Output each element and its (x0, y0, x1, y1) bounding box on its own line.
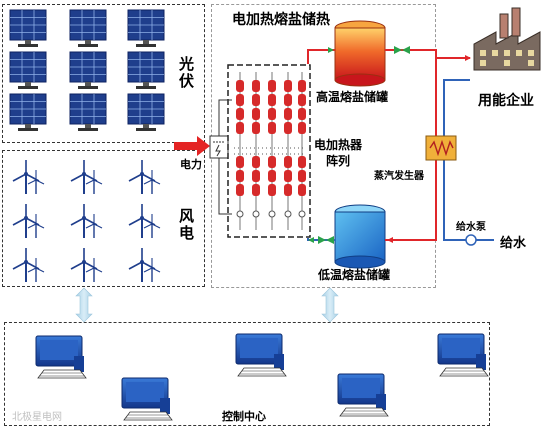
pv-label: 光伏 (177, 56, 195, 90)
wind-section (2, 150, 205, 287)
heater-terminal (236, 210, 244, 218)
computer-icon (337, 373, 389, 417)
solar-panel-icon (127, 9, 165, 48)
feed-water-label: 给水 (500, 236, 527, 251)
solar-panel-icon (9, 93, 47, 132)
switch-box-icon (209, 135, 229, 159)
solar-panel-icon (9, 9, 47, 48)
heater-icon (236, 80, 244, 92)
heater-icon (284, 94, 292, 106)
steam-generator-icon (425, 135, 457, 161)
wind-turbine-icon (70, 159, 103, 195)
hot-pipe (307, 49, 470, 241)
solar-panel-icon (9, 51, 47, 90)
user-enterprise-label: 用能企业 (478, 93, 534, 109)
wind-turbine-icon (12, 247, 45, 283)
heater-icon (252, 94, 260, 106)
heater-icon (298, 156, 306, 168)
pump-icon (465, 234, 494, 246)
heater-icon (236, 184, 244, 196)
wind-turbine-icon (70, 247, 103, 283)
heater-icon (298, 170, 306, 182)
heater-icon (298, 94, 306, 106)
heater-icon (298, 108, 306, 120)
valve-icon (318, 236, 334, 244)
heater-icon (284, 184, 292, 196)
computer-icon (437, 333, 489, 377)
link-arrow-left (75, 287, 93, 323)
heater-icon (236, 122, 244, 134)
heater-icon (236, 108, 244, 120)
heater-icon (284, 108, 292, 120)
section-title: 电加热熔盐储热 (232, 12, 330, 28)
solar-panel-icon (127, 93, 165, 132)
valve-icon (394, 46, 410, 54)
wind-turbine-array (12, 159, 161, 283)
solar-panel-icon (127, 51, 165, 90)
heater-array-frame (227, 64, 311, 238)
computer-icon (121, 377, 173, 421)
heater-icon (298, 80, 306, 92)
heater-terminal (268, 210, 276, 218)
high-temp-tank-label: 高温熔盐储罐 (316, 90, 389, 104)
heater-array-label-line2: 阵列 (326, 154, 351, 168)
control-center-label: 控制中心 (222, 410, 266, 423)
computer-icon (235, 333, 287, 377)
wind-turbine-icon (70, 203, 103, 239)
wind-turbine-icon (12, 159, 45, 195)
heater-icon (252, 170, 260, 182)
solar-panel-icon (69, 51, 107, 90)
heater-icon (236, 156, 244, 168)
power-arrow (174, 136, 210, 156)
heater-icon (284, 170, 292, 182)
heater-icon (268, 94, 276, 106)
wind-turbine-icon (128, 247, 161, 283)
heater-icon (268, 108, 276, 120)
heater-array (234, 72, 306, 230)
link-arrow-right (321, 287, 339, 323)
wind-turbine-icon (128, 203, 161, 239)
factory-icon (473, 7, 541, 71)
heater-icon (284, 156, 292, 168)
heater-icon (284, 122, 292, 134)
heater-icon (268, 170, 276, 182)
heater-terminal (284, 210, 292, 218)
wind-label: 风电 (177, 208, 195, 242)
heater-icon (252, 122, 260, 134)
heater-icon (252, 80, 260, 92)
heater-icon (268, 80, 276, 92)
solar-panel-icon (69, 9, 107, 48)
heater-icon (252, 156, 260, 168)
pv-section (2, 4, 205, 143)
heater-icon (268, 156, 276, 168)
heater-icon (236, 170, 244, 182)
heater-icon (298, 184, 306, 196)
solar-panel-icon (69, 93, 107, 132)
watermark: 北极星电网 (12, 412, 62, 423)
heater-icon (268, 122, 276, 134)
feed-pump-label: 给水泵 (456, 222, 486, 233)
steam-generator-label: 蒸汽发生器 (374, 171, 424, 182)
low-temp-tank (334, 204, 386, 269)
low-temp-tank-label: 低温熔盐储罐 (318, 268, 391, 282)
heater-icon (252, 108, 260, 120)
high-temp-tank (334, 20, 386, 87)
heater-terminal (252, 210, 260, 218)
solar-panel-array (9, 9, 165, 132)
heater-icon (298, 122, 306, 134)
heater-icon (252, 184, 260, 196)
heater-icon (284, 80, 292, 92)
wind-turbine-icon (128, 159, 161, 195)
wind-turbine-icon (12, 203, 45, 239)
heater-terminal (298, 210, 306, 218)
heater-icon (268, 184, 276, 196)
heater-icon (236, 94, 244, 106)
control-center-section (4, 322, 490, 426)
computer-icon (35, 335, 87, 379)
power-label: 电力 (180, 158, 202, 171)
heater-array-label-line1: 电加热器 (314, 138, 363, 152)
